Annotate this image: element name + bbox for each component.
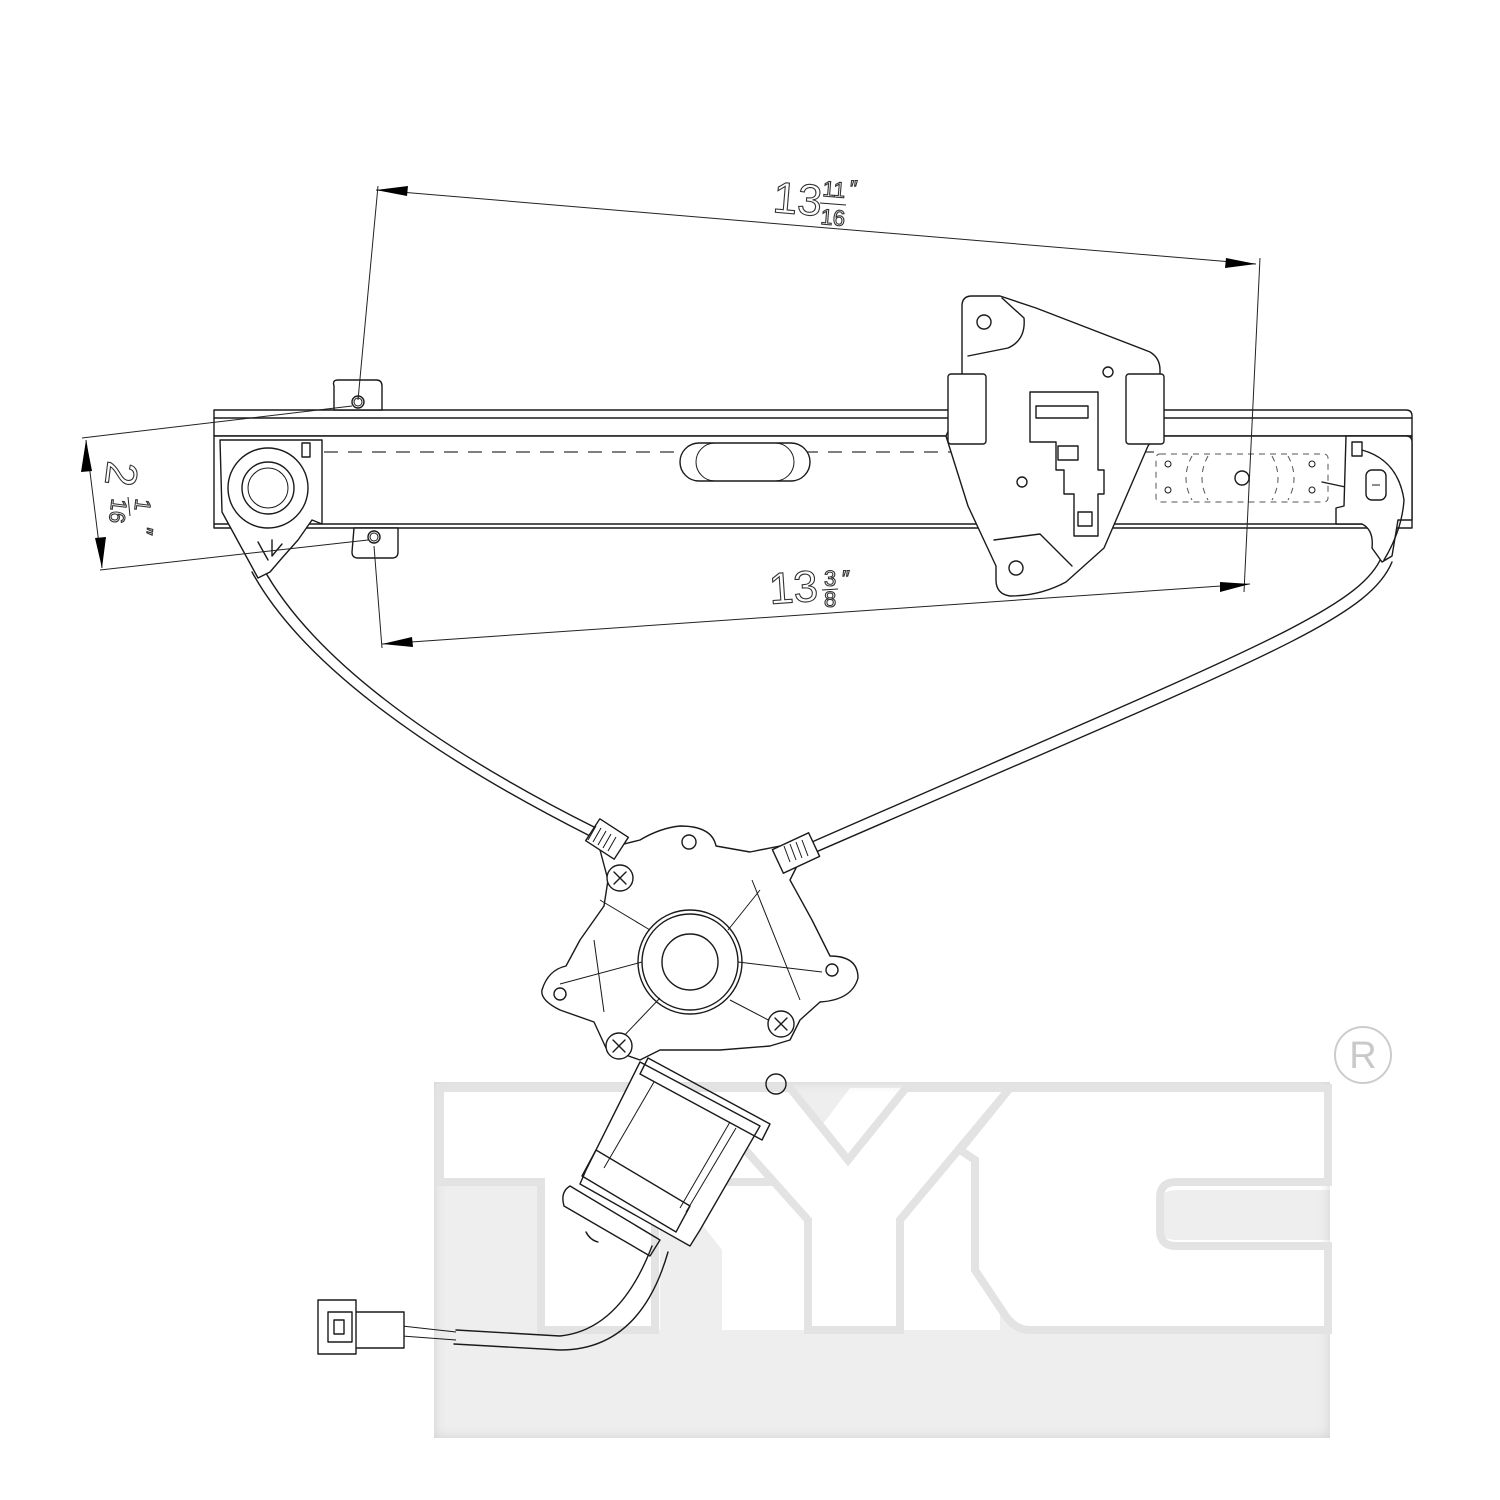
wire-harness bbox=[401, 1245, 669, 1351]
svg-text:13: 13 bbox=[767, 562, 819, 614]
svg-text:″: ″ bbox=[842, 566, 850, 591]
dimension-top: 13 11 16 ″ bbox=[357, 173, 1261, 593]
cable-ferrule-left bbox=[584, 818, 630, 860]
svg-text:16: 16 bbox=[104, 497, 132, 524]
drive-cables bbox=[251, 555, 1393, 853]
svg-text:13: 13 bbox=[771, 173, 824, 226]
dimension-height: 2 1 16 ″ bbox=[81, 405, 369, 571]
screw-icon bbox=[767, 1010, 795, 1038]
svg-text:3: 3 bbox=[824, 566, 836, 591]
registered-mark: R bbox=[1334, 1026, 1392, 1084]
svg-text:R: R bbox=[1349, 1035, 1376, 1077]
screw-icon bbox=[606, 864, 634, 892]
svg-text:″: ″ bbox=[850, 176, 858, 201]
svg-text:11: 11 bbox=[822, 176, 847, 203]
svg-text:16: 16 bbox=[820, 204, 846, 231]
motor-drum-housing bbox=[541, 818, 859, 1061]
screw-icon bbox=[605, 1032, 633, 1060]
electrical-connector bbox=[317, 1299, 405, 1355]
cable-ferrule-right bbox=[771, 832, 821, 874]
svg-text:″: ″ bbox=[132, 525, 158, 536]
guide-rail bbox=[213, 409, 1413, 529]
svg-text:1: 1 bbox=[130, 497, 156, 512]
dimension-bottom: 13 3 8 ″ bbox=[373, 545, 1251, 649]
left-pulley bbox=[219, 439, 323, 579]
svg-text:2: 2 bbox=[95, 459, 147, 489]
glass-carrier-bracket bbox=[945, 295, 1165, 597]
electric-motor bbox=[562, 1057, 787, 1257]
svg-text:8: 8 bbox=[824, 587, 836, 612]
left-mount-tabs bbox=[332, 379, 399, 559]
